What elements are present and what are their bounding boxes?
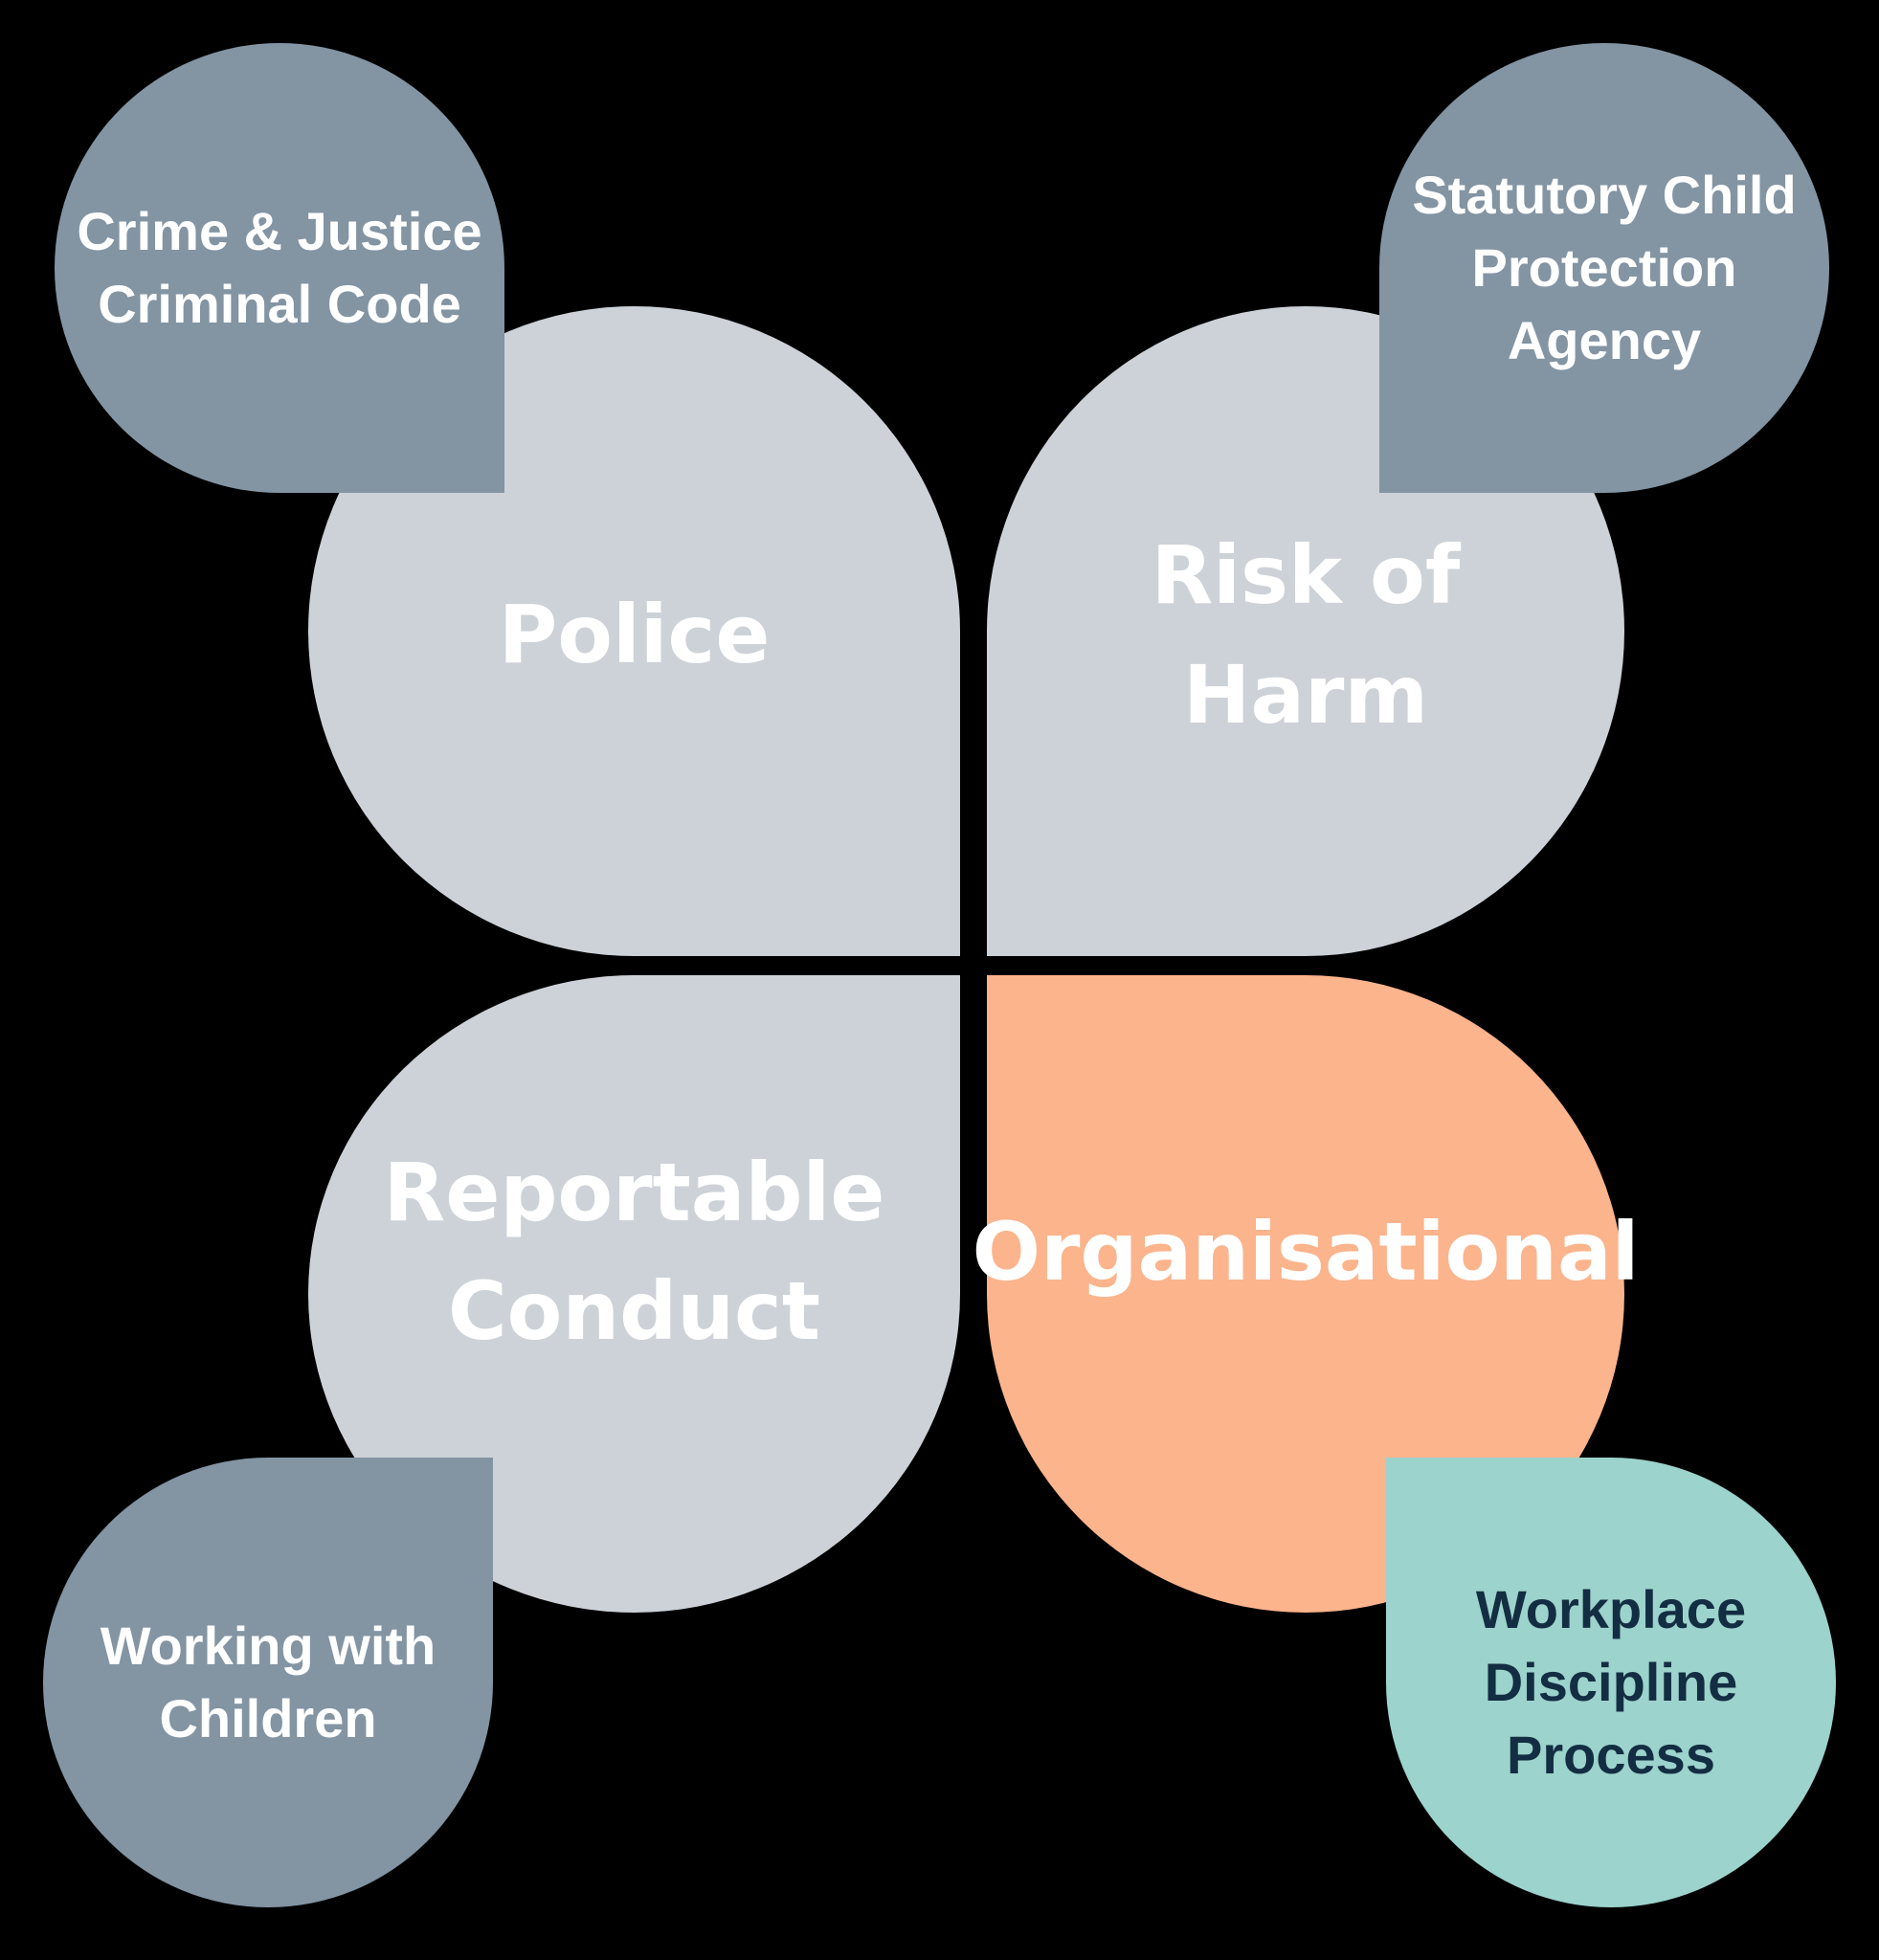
petal-organisational-label: Organisational — [973, 1192, 1640, 1311]
petal-label-line: Harm — [1183, 647, 1428, 742]
circle-label-line: Criminal Code — [98, 274, 461, 334]
circle-label-line: Statutory Child — [1412, 164, 1797, 225]
petal-risk-of-harm-label: Risk of Harm — [1152, 516, 1461, 754]
petal-label-line: Conduct — [447, 1264, 821, 1358]
petal-label-line: Risk of — [1151, 528, 1461, 623]
circle-label-line: Working with — [100, 1615, 436, 1676]
circle-statutory-child-protection-agency: Statutory Child Protection Agency — [1379, 43, 1829, 493]
circle-workplace-discipline-process: Workplace Discipline Process — [1386, 1458, 1836, 1907]
circle-crime-justice-criminal-code: Crime & Justice Criminal Code — [55, 43, 504, 493]
circle-workplace-discipline-label: Workplace Discipline Process — [1476, 1573, 1746, 1792]
petal-reportable-conduct: Reportable Conduct — [308, 975, 960, 1613]
circle-working-children-label: Working with Children — [101, 1610, 436, 1755]
petal-police-label: Police — [499, 575, 771, 694]
circle-label-line: Process — [1507, 1725, 1715, 1786]
circle-crime-justice-label: Crime & Justice Criminal Code — [77, 195, 481, 341]
circle-label-line: Agency — [1507, 310, 1702, 371]
petal-label-line: Reportable — [383, 1145, 885, 1239]
circle-statutory-agency-label: Statutory Child Protection Agency — [1412, 159, 1796, 377]
circle-label-line: Children — [159, 1688, 377, 1748]
petal-reportable-conduct-label: Reportable Conduct — [384, 1133, 885, 1371]
circle-label-line: Discipline — [1484, 1651, 1738, 1712]
circle-label-line: Workplace — [1475, 1578, 1747, 1639]
circle-label-line: Protection — [1471, 236, 1737, 298]
circle-label-line: Crime & Justice — [77, 200, 482, 261]
petal-label-line: Police — [498, 588, 771, 682]
circle-working-with-children: Working with Children — [43, 1458, 493, 1907]
petal-risk-of-harm: Risk of Harm — [987, 306, 1624, 956]
petal-label-line: Organisational — [972, 1204, 1640, 1299]
